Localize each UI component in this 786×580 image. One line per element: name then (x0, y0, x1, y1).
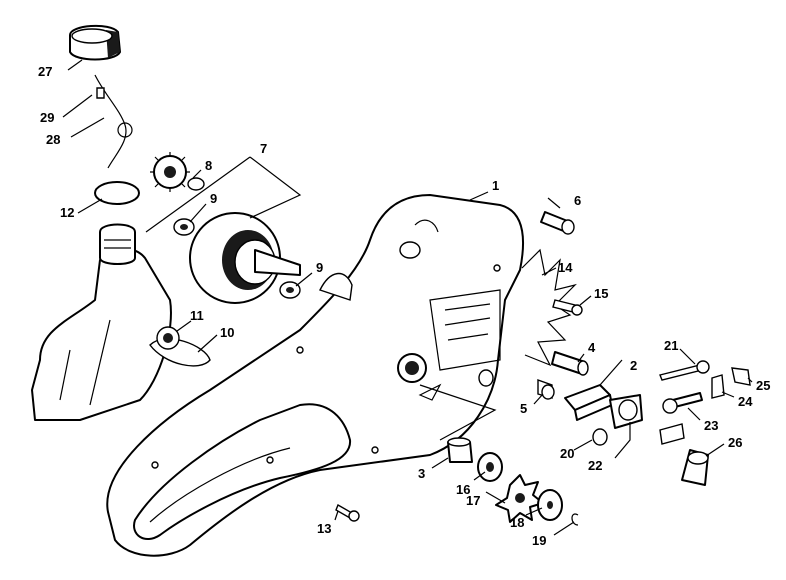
bushing (156, 326, 180, 350)
callout-9b: 9 (316, 260, 323, 275)
adjusting-screw (662, 392, 703, 414)
callout-14: 14 (558, 260, 573, 275)
callout-26: 26 (728, 435, 742, 450)
tensioner-screw (659, 360, 710, 381)
callout-2: 2 (630, 358, 637, 373)
callout-15: 15 (594, 286, 608, 301)
callout-13: 13 (317, 521, 331, 536)
callout-27: 27 (38, 64, 52, 79)
spacer-sleeve (659, 423, 685, 445)
screw-13 (335, 503, 360, 522)
pin (540, 211, 575, 235)
callout-18: 18 (510, 515, 524, 530)
tensioner-block (609, 394, 643, 429)
callout-16: 16 (456, 482, 470, 497)
callout-28: 28 (46, 132, 60, 147)
collar-nut (537, 379, 555, 400)
callout-17: 17 (466, 493, 480, 508)
washer-18 (537, 489, 563, 521)
callout-22: 22 (588, 458, 602, 473)
callout-25: 25 (756, 378, 770, 393)
callout-19: 19 (532, 533, 546, 548)
callout-6: 6 (574, 193, 581, 208)
callout-24: 24 (738, 394, 753, 409)
needle-cage (187, 177, 205, 191)
callout-3: 3 (418, 466, 425, 481)
filler-cap (69, 24, 121, 61)
o-ring (94, 181, 140, 205)
rim-sprocket (495, 474, 544, 523)
sleeve (447, 437, 473, 463)
tensioner-stud (551, 351, 589, 376)
callout-labels: 1 2 3 4 5 6 7 8 9 9 10 11 12 13 14 15 16… (38, 64, 770, 548)
washer-16 (477, 452, 503, 482)
nut-20 (592, 428, 608, 446)
callout-5: 5 (520, 401, 527, 416)
clip-25 (731, 367, 751, 386)
callout-12: 12 (60, 205, 74, 220)
callout-7: 7 (260, 141, 267, 156)
callout-11: 11 (190, 308, 204, 323)
callout-29: 29 (40, 110, 54, 125)
callout-1: 1 (492, 178, 499, 193)
callout-4: 4 (588, 340, 596, 355)
sprocket-cover-housing (106, 194, 524, 557)
spur-gear (150, 152, 190, 192)
strap-screw (96, 87, 105, 99)
callout-9a: 9 (210, 191, 217, 206)
clutch-drum (189, 212, 301, 304)
callout-10: 10 (220, 325, 234, 340)
thumb-knob (681, 449, 709, 486)
e-clip (571, 513, 579, 526)
oil-tank (31, 223, 211, 421)
tensioner-slide (564, 384, 613, 421)
thrust-washer-lower (279, 281, 301, 299)
callout-20: 20 (560, 446, 574, 461)
thrust-washer-upper (173, 218, 195, 236)
callout-23: 23 (704, 418, 718, 433)
callout-8: 8 (205, 158, 212, 173)
washer-24 (711, 374, 725, 399)
leader-lines (62, 59, 753, 536)
screw-15 (552, 299, 583, 316)
callout-21: 21 (664, 338, 678, 353)
